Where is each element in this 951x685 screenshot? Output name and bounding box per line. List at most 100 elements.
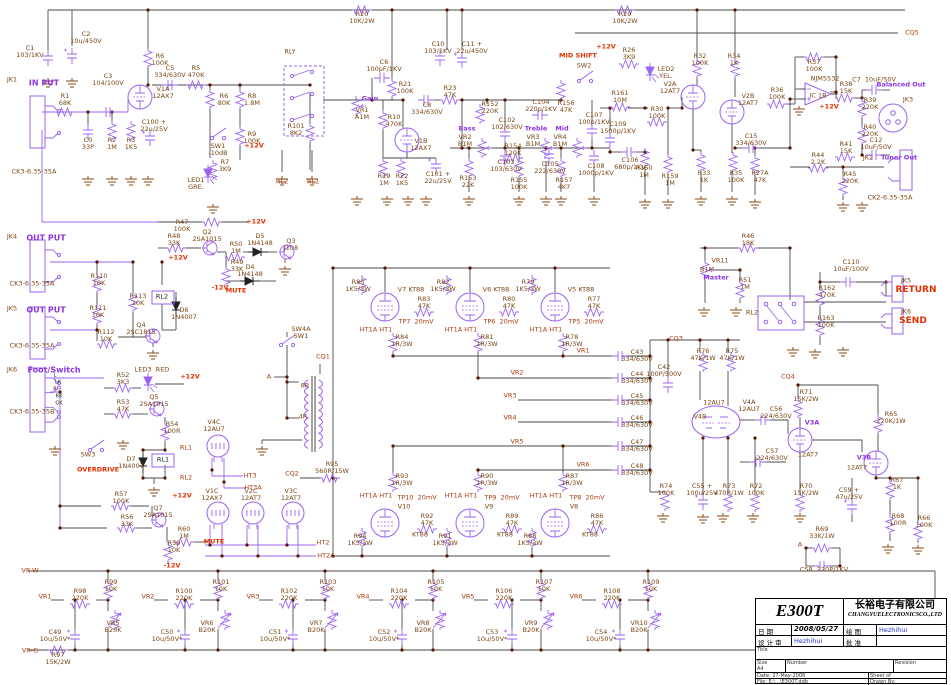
resistor-symbol bbox=[837, 176, 849, 196]
trimmer-symbol bbox=[107, 610, 122, 630]
junction-dot bbox=[646, 648, 650, 652]
junction-dot bbox=[445, 554, 449, 558]
ground-symbol bbox=[106, 176, 118, 186]
transistor-symbol bbox=[151, 512, 167, 528]
ground-symbol bbox=[381, 196, 393, 206]
design-label: 设 计 审 核 bbox=[756, 636, 792, 647]
junction-dot bbox=[431, 598, 435, 602]
triode-tube-symbol bbox=[719, 99, 745, 125]
trimmer-symbol bbox=[647, 610, 662, 630]
junction-dot bbox=[796, 383, 800, 387]
capacitor-symbol bbox=[814, 561, 830, 571]
junction-dot bbox=[460, 98, 464, 102]
led-symbol bbox=[645, 63, 660, 83]
junction-dot bbox=[95, 328, 99, 332]
resistor-symbol bbox=[204, 89, 216, 109]
junction-dot bbox=[648, 468, 652, 472]
resistor-symbol bbox=[472, 333, 484, 353]
capacitor-symbol bbox=[587, 123, 597, 139]
ground-symbol bbox=[142, 176, 154, 186]
resistor-symbol bbox=[526, 275, 538, 295]
jack-connector bbox=[29, 95, 61, 149]
junction-dot bbox=[216, 598, 220, 602]
junction-dot bbox=[510, 648, 514, 652]
junction-dot bbox=[485, 98, 489, 102]
junction-dot bbox=[106, 598, 110, 602]
junction-dot bbox=[753, 436, 757, 440]
junction-dot bbox=[106, 569, 110, 573]
resistor-symbol bbox=[587, 523, 607, 535]
resistor-symbol bbox=[767, 98, 787, 110]
resistor-symbol bbox=[113, 382, 133, 394]
resistor-symbol bbox=[738, 242, 758, 254]
ground-symbol bbox=[787, 347, 799, 357]
capacitor-symbol bbox=[612, 465, 628, 475]
junction-dot bbox=[643, 106, 647, 110]
capacitor-symbol bbox=[663, 377, 673, 393]
resistor-symbol bbox=[427, 580, 439, 600]
junction-dot bbox=[666, 106, 670, 110]
date2-value: 27-May-2008 bbox=[772, 673, 806, 679]
electrolytic-capacitor-symbol bbox=[64, 48, 77, 64]
ground-symbol bbox=[82, 176, 94, 186]
junction-dot bbox=[834, 90, 838, 94]
resistor-symbol bbox=[472, 472, 484, 492]
opamp-symbol bbox=[800, 82, 838, 106]
triode-tube-symbol bbox=[127, 84, 153, 110]
junction-dot bbox=[73, 648, 77, 652]
electrolytic-capacitor-symbol bbox=[504, 629, 517, 645]
junction-dot bbox=[238, 83, 242, 87]
power-tube-symbol bbox=[455, 508, 485, 538]
junction-dot bbox=[648, 354, 652, 358]
resistor-symbol bbox=[441, 528, 453, 548]
resistor-symbol bbox=[642, 580, 654, 600]
resistor-symbol bbox=[513, 158, 525, 178]
resistor-symbol bbox=[234, 126, 246, 146]
junction-dot bbox=[726, 338, 730, 342]
junction-dot bbox=[331, 554, 335, 558]
resistor-symbol bbox=[162, 542, 174, 562]
electrolytic-capacitor-symbol bbox=[695, 494, 708, 510]
ground-symbol bbox=[540, 196, 552, 206]
junction-dot bbox=[445, 8, 449, 12]
resistor-symbol bbox=[503, 152, 523, 164]
electrolytic-capacitor-symbol bbox=[285, 629, 298, 645]
resistor-symbol bbox=[463, 158, 475, 178]
file-cell: File: E:\...\E300T.ddb bbox=[756, 679, 869, 685]
junction-dot bbox=[666, 338, 670, 342]
triode-tube-symbol bbox=[680, 84, 706, 110]
junction-dot bbox=[553, 266, 557, 270]
ground-symbol bbox=[42, 78, 54, 88]
switch-symbol bbox=[576, 70, 594, 84]
junction-dot bbox=[618, 648, 622, 652]
ground-symbol bbox=[794, 513, 806, 523]
jack-connector bbox=[887, 149, 913, 191]
ground-symbol bbox=[279, 266, 291, 276]
led-symbol bbox=[143, 373, 158, 393]
resistor-symbol bbox=[499, 306, 519, 318]
relay-coil-box bbox=[151, 453, 175, 468]
junction-dot bbox=[220, 554, 224, 558]
power-tube-symbol bbox=[370, 508, 400, 538]
ground-symbol bbox=[66, 78, 78, 88]
junction-dot bbox=[648, 420, 652, 424]
junction-dot bbox=[561, 354, 565, 358]
junction-dot bbox=[360, 554, 364, 558]
resistor-symbol bbox=[697, 352, 709, 372]
design-value: Hezhihui bbox=[792, 636, 844, 647]
junction-dot bbox=[539, 648, 543, 652]
ground-symbol bbox=[726, 196, 738, 206]
junction-dot bbox=[503, 98, 507, 102]
junction-dot bbox=[788, 246, 792, 250]
capacitor-symbol bbox=[605, 132, 615, 148]
capacitor-symbol bbox=[500, 150, 510, 166]
resistor-symbol bbox=[814, 287, 826, 307]
size-value: A4 bbox=[757, 666, 764, 672]
junction-dot bbox=[733, 146, 737, 150]
diode-symbol bbox=[138, 453, 148, 473]
ground-symbol bbox=[420, 196, 432, 206]
resistor-symbol bbox=[535, 580, 547, 600]
resistor-symbol bbox=[320, 472, 340, 484]
switch-symbol bbox=[278, 334, 296, 348]
resistor-symbol bbox=[615, 4, 635, 16]
